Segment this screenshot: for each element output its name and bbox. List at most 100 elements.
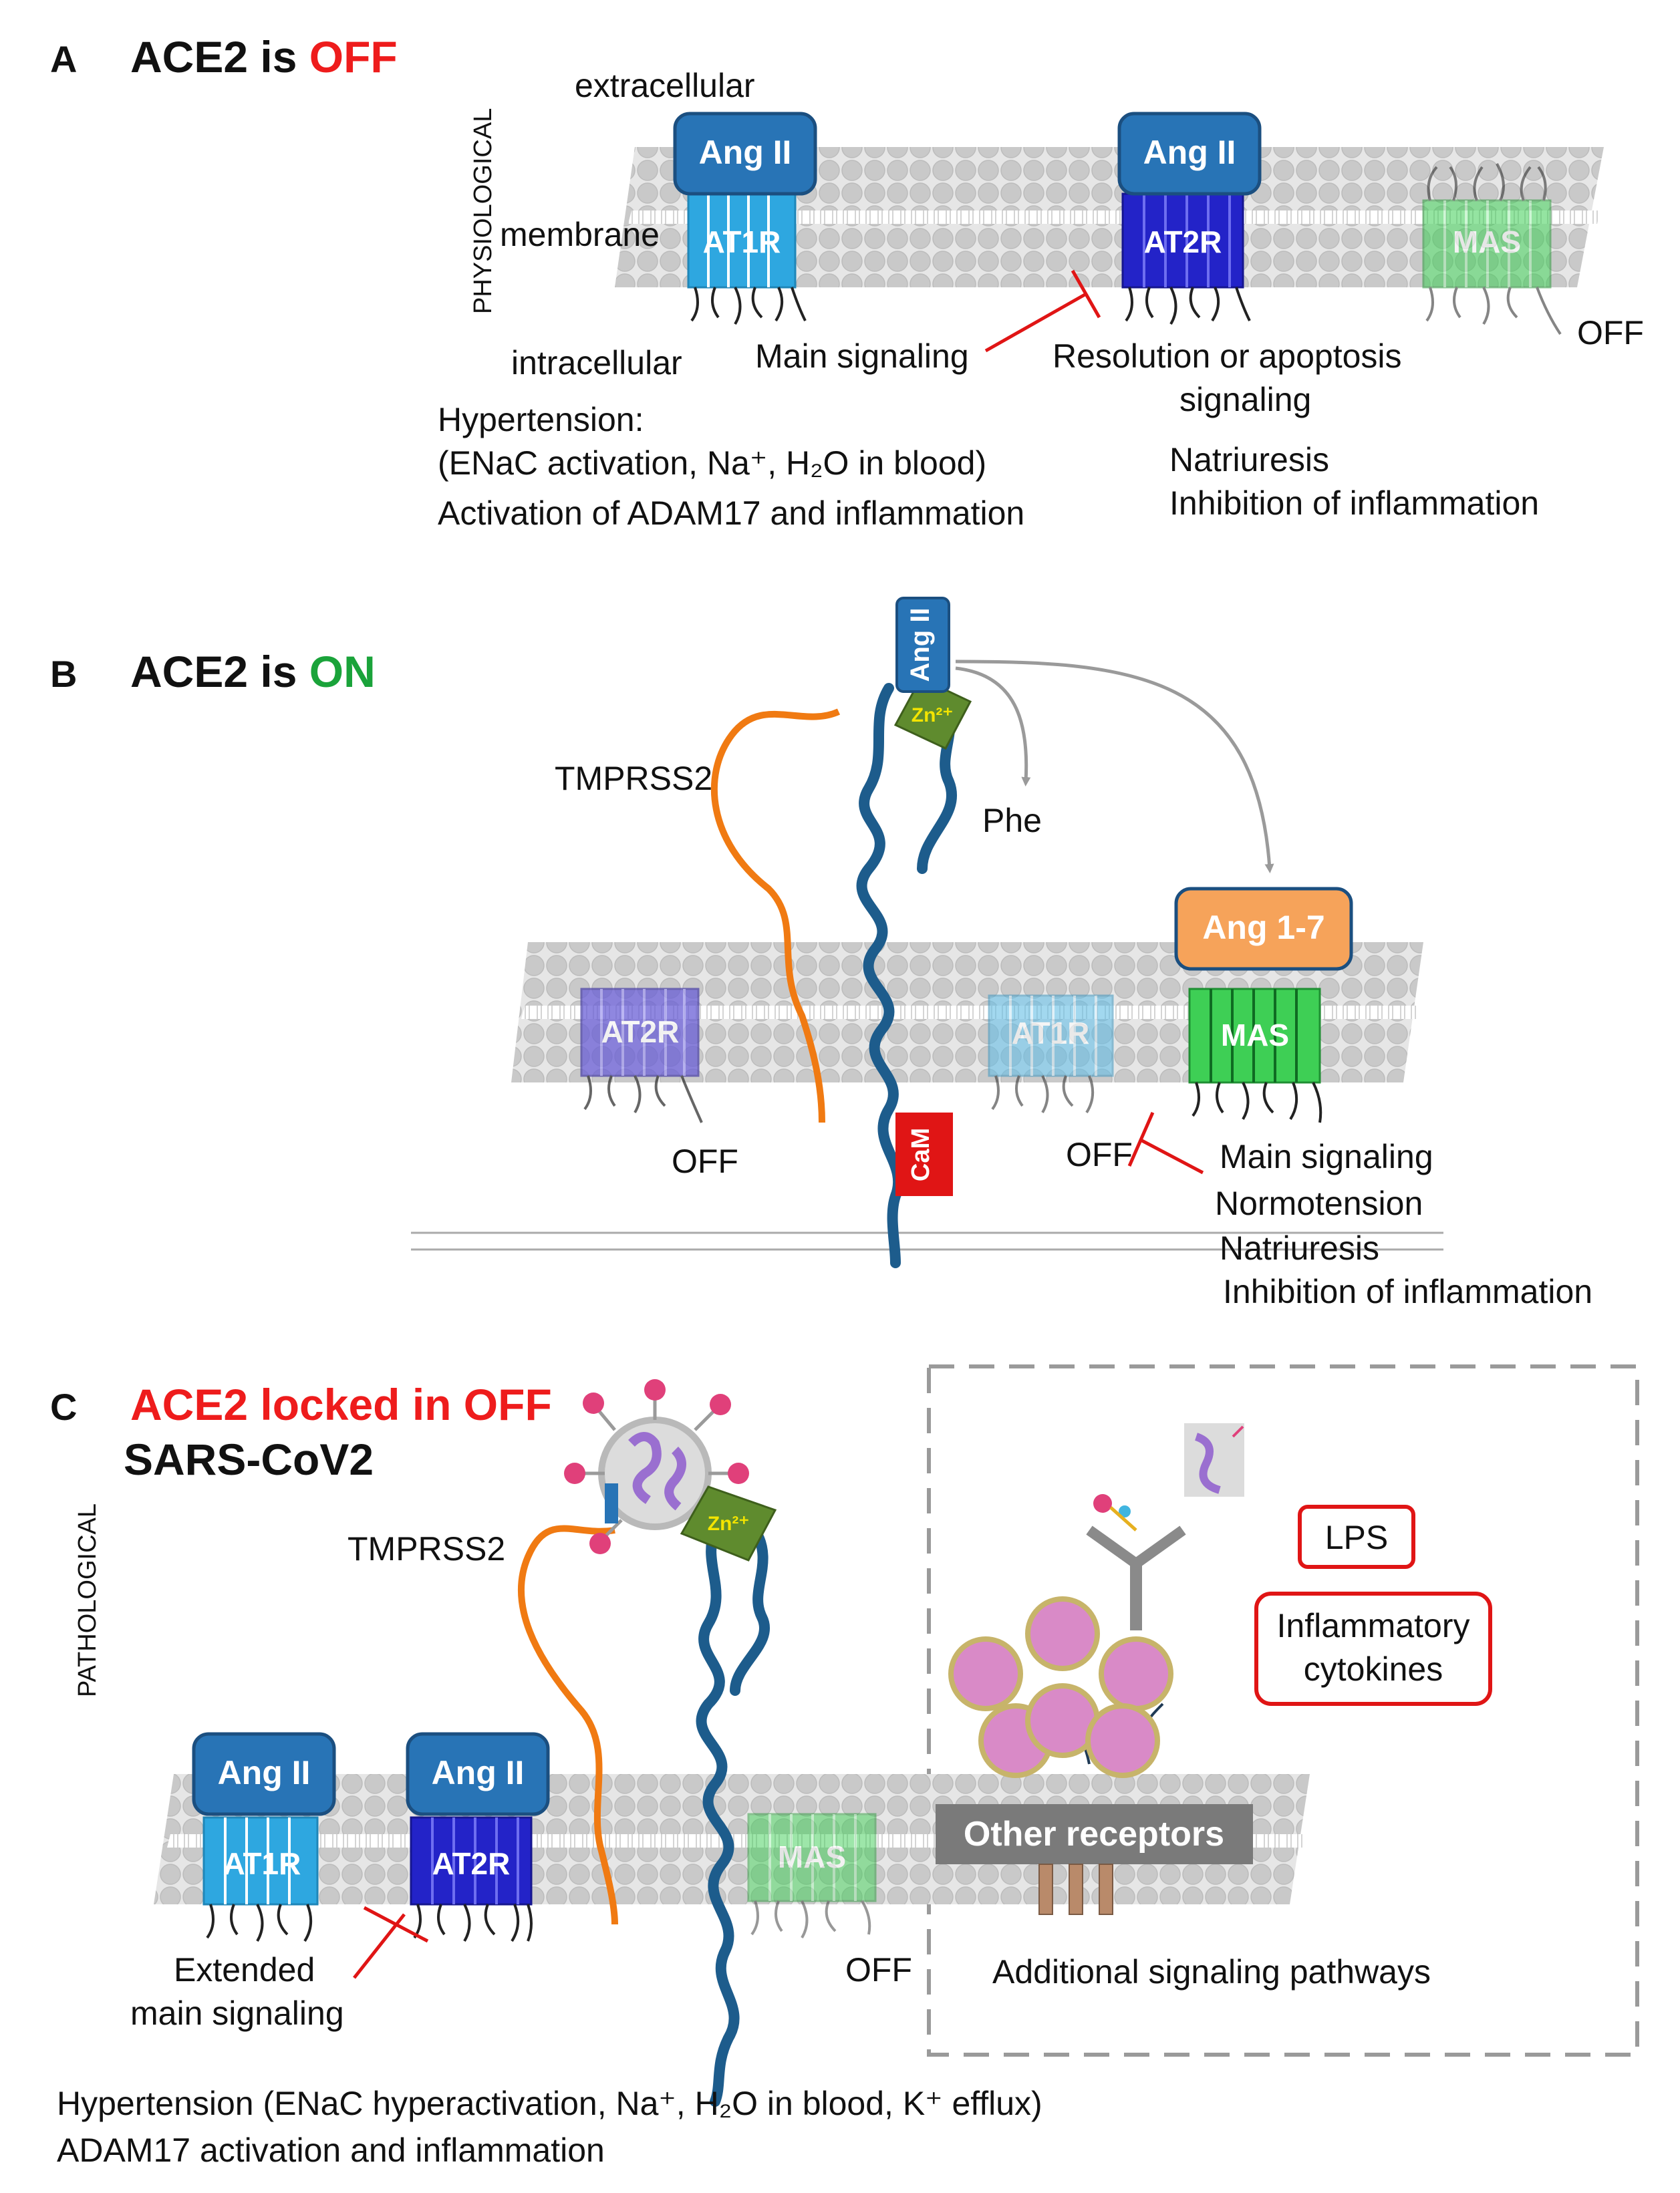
panel-b-effect-1: Main signaling <box>1220 1138 1433 1175</box>
panel-a-resolution-line-2: signaling <box>1179 381 1311 418</box>
panel-a-effect-line-1: Hypertension: <box>438 401 644 438</box>
panel-c-ang-ii-label-2: Ang II <box>432 1754 525 1791</box>
panel-b-off-left: OFF <box>672 1143 738 1180</box>
panel-c-at1r-receptor: AT1R <box>202 1816 319 1942</box>
panel-c-tmprss2-strand <box>517 1525 618 1925</box>
panel-b-effect-4: Inhibition of inflammation <box>1223 1273 1592 1310</box>
panel-a-main-signaling: Main signaling <box>755 337 969 375</box>
panel-c-other-receptors-box: Other receptors <box>936 1804 1253 1915</box>
panel-c-cytokines-line-1: Inflammatory <box>1277 1607 1470 1644</box>
panel-a-extracellular-label: extracellular <box>575 67 755 104</box>
panel-c-ang-ii-label-1: Ang II <box>218 1754 311 1791</box>
panel-b-phe-arrow <box>955 666 1031 786</box>
panel-c-extended-line-1: Extended <box>174 1951 315 1989</box>
panel-a-title-state: OFF <box>309 32 398 82</box>
panel-a-title: ACE2 is OFF <box>130 32 398 82</box>
panel-a-side-label: PHYSIOLOGICAL <box>469 108 497 314</box>
panel-a-off-label: OFF <box>1577 314 1644 351</box>
panel-b-mas-receptor: MAS <box>1188 988 1322 1123</box>
panel-c-cytokines-line-2: cytokines <box>1304 1650 1443 1688</box>
panel-c-effect-1: Hypertension (ENaC hyperactivation, Na⁺,… <box>57 2085 1042 2122</box>
panel-b-effect-2: Normotension <box>1215 1185 1423 1222</box>
panel-a-effect-right-2: Inhibition of inflammation <box>1169 484 1539 522</box>
panel-b-tmprss2-label: TMPRSS2 <box>555 760 712 797</box>
panel-a-at2r-receptor: AT2R <box>1121 192 1251 325</box>
panel-a-effect-line-3: Activation of ADAM17 and inflammation <box>438 494 1024 532</box>
panel-c-letter: C <box>50 1386 77 1428</box>
panel-a-mas-label: MAS <box>1453 225 1521 259</box>
panel-b-title-state: ON <box>309 647 376 696</box>
panel-a-at1r-receptor: AT1R <box>687 192 807 325</box>
panel-c-cytokine-cluster <box>948 1596 1173 1778</box>
panel-c-lps-label: LPS <box>1325 1519 1389 1556</box>
panel-c-off-label: OFF <box>845 1951 912 1989</box>
panel-b-at2r-label: AT2R <box>601 1014 680 1049</box>
panel-c-title-line-1: ACE2 locked in OFF <box>130 1380 552 1429</box>
panel-a: A ACE2 is OFF extracellular PHYSIOLOGICA… <box>50 32 1644 532</box>
panel-b-inhibition-symbol <box>1127 1111 1204 1175</box>
panel-a-ang-ii-at2r: Ang II <box>1117 112 1262 196</box>
panel-a-at2r-label: AT2R <box>1144 225 1222 259</box>
panel-b-ang-ii-peptide: Ang II <box>895 597 950 693</box>
panel-a-letter: A <box>50 38 77 80</box>
panel-c-at2r-label: AT2R <box>432 1846 511 1881</box>
panel-c-inhibition-symbol <box>353 1906 429 1979</box>
panel-c-mas-label: MAS <box>778 1840 846 1874</box>
panel-c-tmprss2-label: TMPRSS2 <box>347 1530 505 1568</box>
panel-b-effect-3: Natriuresis <box>1220 1229 1379 1267</box>
panel-c-at1r-label: AT1R <box>223 1846 301 1881</box>
panel-b-ang-ii-label: Ang II <box>905 607 935 682</box>
panel-c-sars-cov2-virion <box>564 1379 749 1554</box>
panel-b-cam-box: CaM <box>895 1113 953 1196</box>
panel-a-ang-ii-label-2: Ang II <box>1143 134 1236 171</box>
panel-b-mas-label: MAS <box>1221 1018 1289 1052</box>
panel-b-cam-label: CaM <box>907 1128 935 1181</box>
panel-b: B ACE2 is ON AT2R OFF TMPRSS2 Zn²⁺ <box>50 597 1592 1310</box>
panel-a-ang-ii-at1r: Ang II <box>673 112 817 196</box>
panel-b-at2r-receptor: AT2R <box>580 988 703 1123</box>
panel-c-zinc-diamond: Zn²⁺ <box>680 1485 777 1562</box>
panel-a-at1r-label: AT1R <box>703 225 781 259</box>
panel-a-effect-line-2: (ENaC activation, Na⁺, H₂O in blood) <box>438 444 986 482</box>
panel-b-phe-label: Phe <box>982 802 1042 839</box>
panel-c: C ACE2 locked in OFF SARS-CoV2 PATHOLOGI… <box>50 1364 1639 2169</box>
panel-b-letter: B <box>50 653 77 695</box>
panel-c-lps-box: LPS <box>1298 1505 1415 1569</box>
panel-a-ang-ii-label-1: Ang II <box>699 134 792 171</box>
panel-b-ang17-label: Ang 1-7 <box>1202 909 1324 946</box>
panel-b-zinc-label: Zn²⁺ <box>912 704 953 726</box>
panel-a-inhibition-symbol <box>984 269 1101 353</box>
panel-c-title-line-2: SARS-CoV2 <box>124 1435 374 1484</box>
panel-c-virus-fragment-icon <box>1184 1423 1244 1497</box>
panel-c-y-receptor-icon <box>1086 1494 1186 1630</box>
panel-c-side-label: PATHOLOGICAL <box>74 1503 102 1697</box>
panel-c-additional-pathways: Additional signaling pathways <box>992 1953 1431 1991</box>
panel-b-off-right: OFF <box>1066 1136 1133 1173</box>
panel-b-title-prefix: ACE2 is <box>130 647 309 696</box>
panel-c-extended-line-2: main signaling <box>130 1995 344 2032</box>
panel-c-ace2-helix <box>696 1525 771 2107</box>
panel-a-resolution-line-1: Resolution or apoptosis <box>1053 337 1402 375</box>
panel-c-cytokines-box: Inflammatory cytokines <box>1254 1592 1492 1706</box>
panel-c-dashed-box <box>927 1364 1639 2057</box>
panel-a-membrane <box>615 147 1604 287</box>
panel-c-other-receptors-label: Other receptors <box>964 1815 1224 1854</box>
panel-c-zinc-label: Zn²⁺ <box>708 1513 749 1535</box>
panel-c-ang-ii-at2r: Ang II <box>406 1732 550 1816</box>
panel-a-mas-receptor: MAS <box>1422 163 1562 335</box>
panel-a-membrane-label: membrane <box>500 216 660 253</box>
panel-b-zinc-diamond: Zn²⁺ <box>893 677 972 750</box>
panel-c-ang-ii-at1r: Ang II <box>192 1732 336 1816</box>
panel-b-title: ACE2 is ON <box>130 647 376 696</box>
panel-a-title-prefix: ACE2 is <box>130 32 309 82</box>
panel-b-tmprss2-strand <box>710 708 841 1123</box>
panel-c-at2r-receptor: AT2R <box>410 1816 533 1942</box>
panel-b-at1r-label: AT1R <box>1012 1016 1090 1050</box>
panel-b-at1r-receptor: AT1R <box>988 994 1114 1114</box>
panel-c-effect-2: ADAM17 activation and inflammation <box>57 2132 605 2169</box>
panel-a-effect-right-1: Natriuresis <box>1169 441 1329 478</box>
panel-c-mas-receptor: MAS <box>747 1813 877 1939</box>
panel-b-ang17-arrow <box>955 660 1274 873</box>
panel-a-intracellular-label: intracellular <box>511 344 682 382</box>
